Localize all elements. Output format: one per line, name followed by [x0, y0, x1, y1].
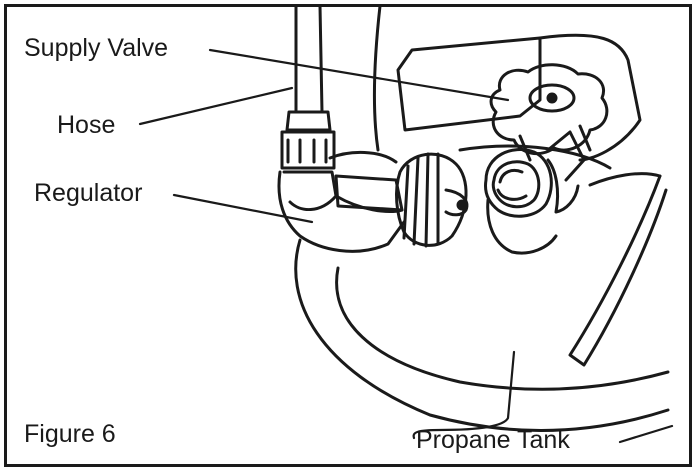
- regulator-coupling-nut: [395, 152, 469, 248]
- leader-lines: [138, 48, 674, 444]
- tank-valve-outlet: [484, 130, 586, 255]
- regulator-leader: [172, 193, 314, 224]
- hose-leader: [138, 86, 294, 126]
- figure-frame: [4, 4, 692, 467]
- supply-valve-leader: [208, 48, 510, 102]
- propane-tank-label: Propane Tank: [416, 426, 570, 454]
- supply-valve-label: Supply Valve: [24, 34, 169, 62]
- hose-label: Hose: [57, 111, 116, 139]
- tank-collar: [372, 4, 642, 170]
- figure-caption: Figure 6: [24, 420, 116, 448]
- hose: [280, 4, 336, 170]
- regulator-label: Regulator: [34, 179, 143, 207]
- propane-tank-body: [294, 172, 670, 432]
- propane-tank-tail: [618, 424, 674, 444]
- supply-valve-handwheel: [489, 63, 609, 162]
- propane-tank-leader: [412, 350, 516, 440]
